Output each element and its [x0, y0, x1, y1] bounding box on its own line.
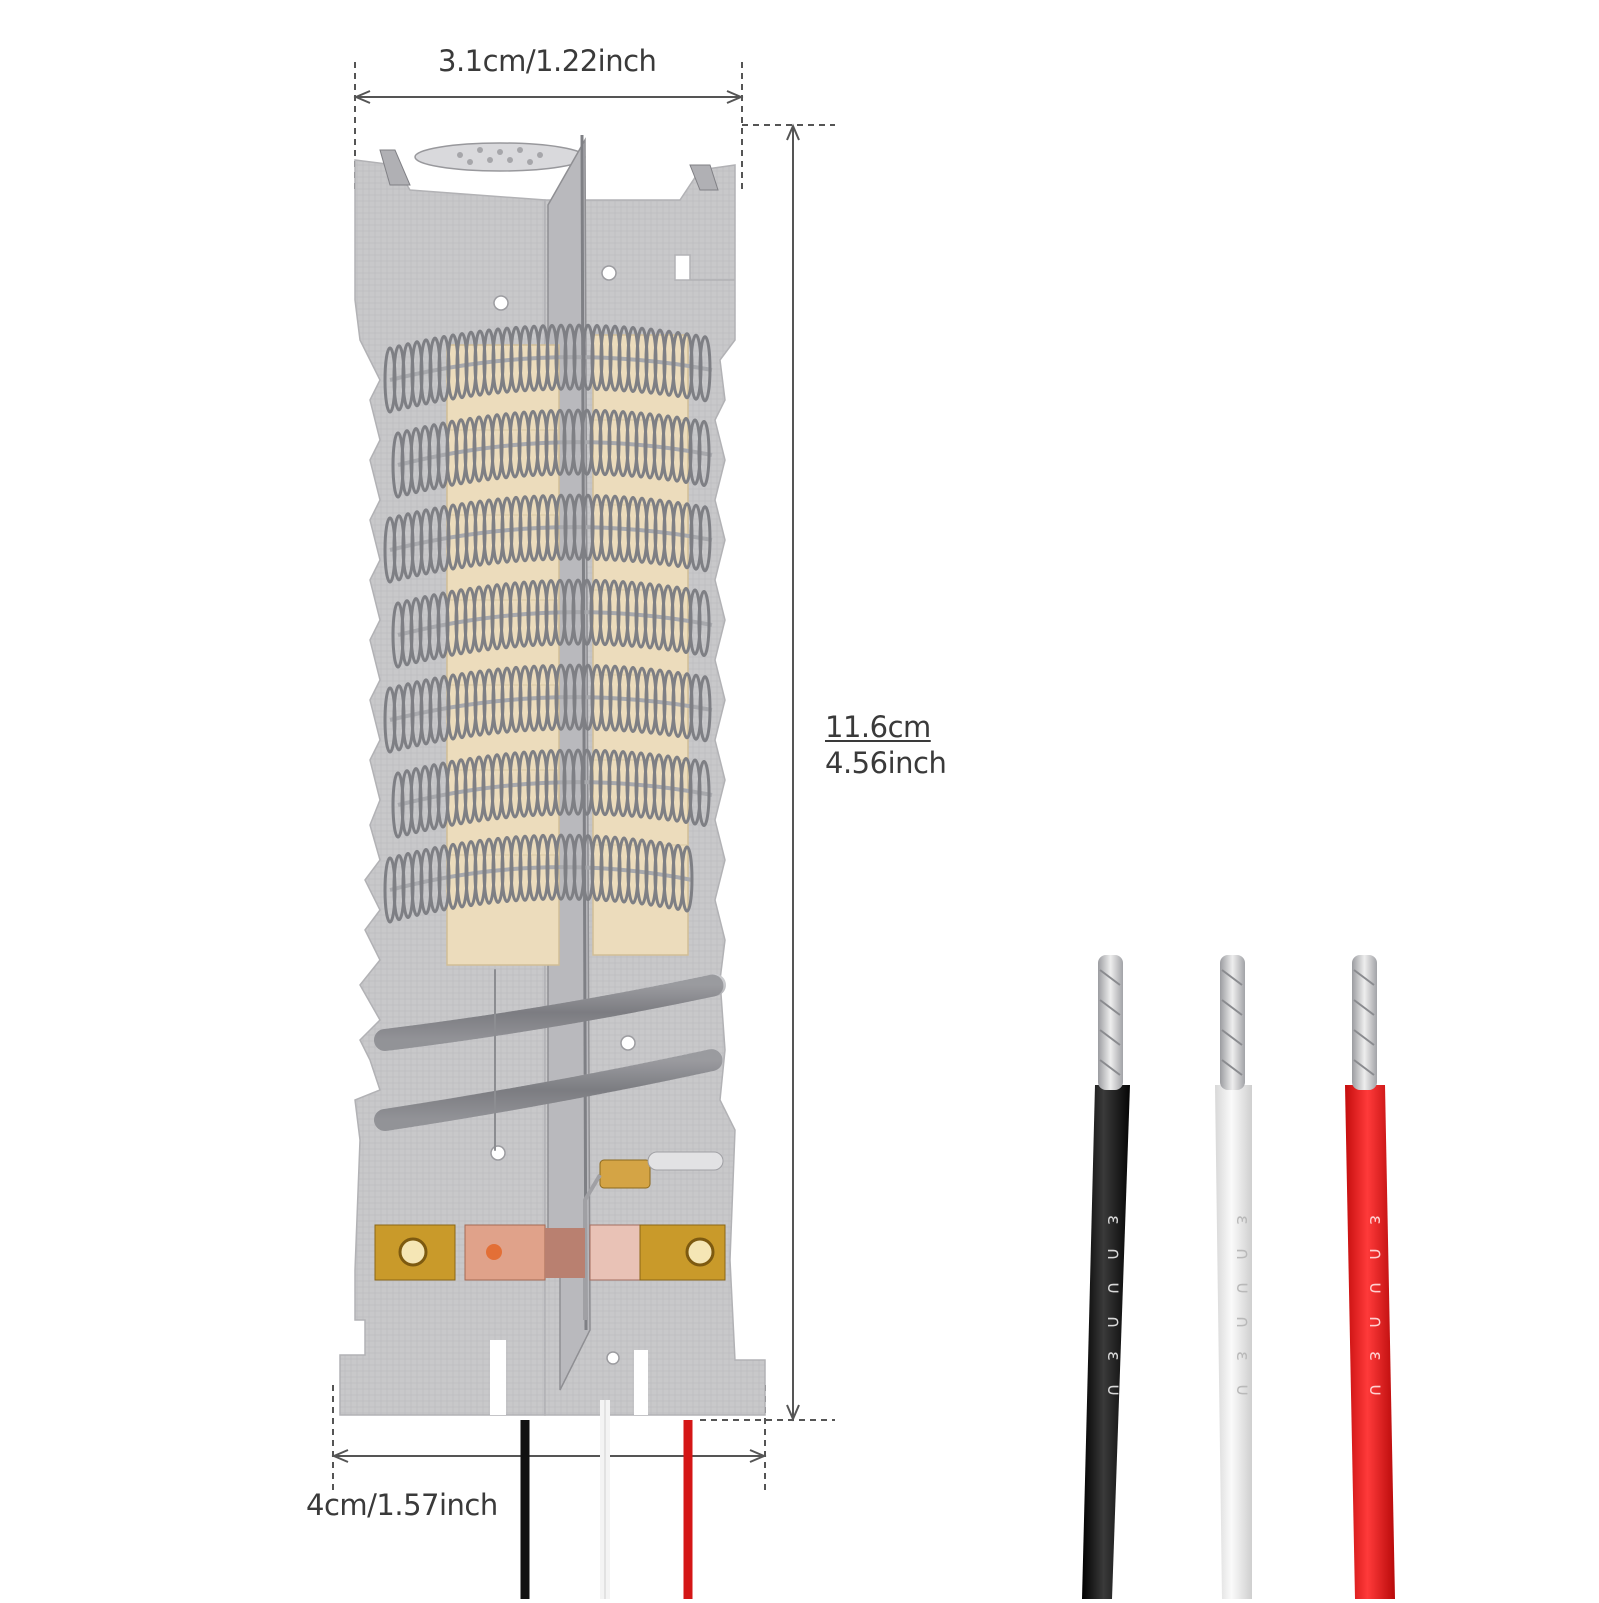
wire-print-mark: ε	[1232, 1215, 1253, 1225]
coil-turn	[697, 590, 711, 658]
wire-print-mark: ∪	[1365, 1281, 1386, 1294]
black-wire	[1082, 955, 1130, 1599]
wire-print-mark: ∩	[1232, 1315, 1253, 1328]
wire-print-mark: ε	[1232, 1351, 1253, 1361]
wire-print-mark: ∪	[1232, 1383, 1253, 1396]
wire-print-mark: ∪	[1365, 1383, 1386, 1396]
wire-print-mark: ∩	[1103, 1315, 1124, 1328]
white-wire	[1215, 955, 1252, 1599]
width-top-label: 3.1cm/1.22inch	[438, 44, 657, 78]
coil-turn	[697, 760, 711, 828]
wire-print-mark: ∩	[1365, 1315, 1386, 1328]
lower-coil-wires	[374, 969, 726, 1151]
height-inch-label: 4.56inch	[825, 746, 947, 780]
lead-wires	[520, 1400, 693, 1599]
coil-turn	[698, 675, 712, 743]
coil-turn	[680, 845, 694, 913]
wire-print-mark: ∩	[1365, 1247, 1386, 1260]
height-cm-label: 11.6cm	[825, 710, 931, 744]
width-bottom-label: 4cm/1.57inch	[306, 1488, 498, 1522]
coil-turn	[698, 335, 712, 403]
red-wire	[1345, 955, 1395, 1599]
wire-print-mark: ∪	[1103, 1383, 1124, 1396]
wire-print-mark: ∩	[1232, 1247, 1253, 1260]
wire-print-marks: ε ∩ ∪ ∩ ε ∪ ε ∩ ∪ ∩ ε ∪ ε ∩ ∪ ∩ ε ∪	[1103, 1215, 1386, 1396]
loose-wires: ε ∩ ∪ ∩ ε ∪ ε ∩ ∪ ∩ ε ∪ ε ∩ ∪ ∩ ε ∪	[1082, 955, 1395, 1599]
wire-print-mark: ε	[1365, 1215, 1386, 1225]
heater-element	[339, 134, 766, 1599]
thermal-fuse	[583, 1151, 724, 1320]
heating-coils	[383, 323, 713, 924]
wire-print-mark: ∩	[1103, 1247, 1124, 1260]
wire-print-mark: ε	[1365, 1351, 1386, 1361]
wire-print-mark: ∪	[1232, 1281, 1253, 1294]
terminal-strip	[374, 1224, 726, 1281]
wire-print-mark: ε	[1103, 1215, 1124, 1225]
wire-print-mark: ε	[1103, 1351, 1124, 1361]
coil-turn	[698, 505, 712, 573]
coil-turn	[697, 420, 711, 488]
wire-print-mark: ∪	[1103, 1281, 1124, 1294]
